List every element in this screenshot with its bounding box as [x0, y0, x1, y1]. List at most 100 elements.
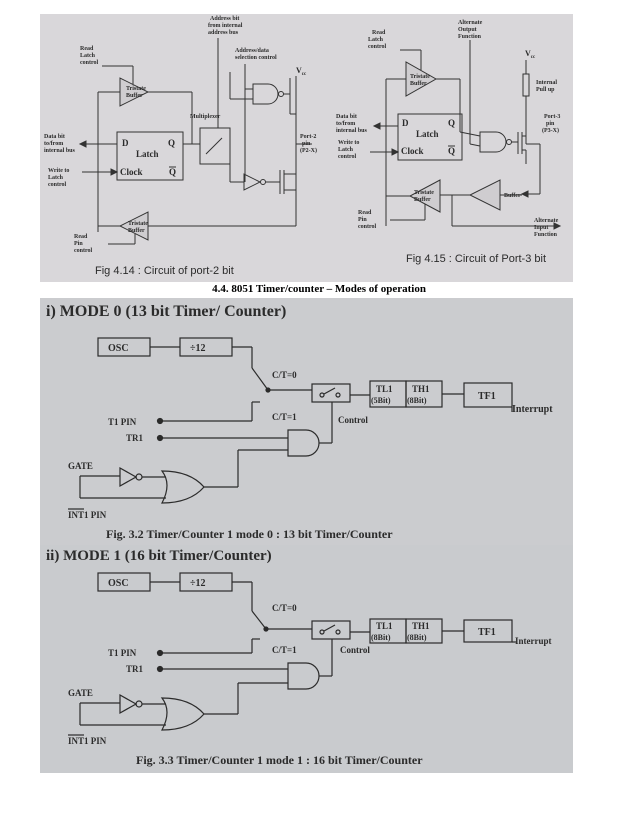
p3-data-bit-label-3: internal bus: [336, 128, 368, 134]
mode1-t1pin-label: T1 PIN: [108, 648, 137, 658]
mode0-caption: Fig. 3.2 Timer/Counter 1 mode 0 : 13 bit…: [106, 527, 393, 541]
p3-latch-label: Latch: [416, 129, 439, 139]
mode0-ct1-label: C/T=1: [272, 412, 297, 422]
p3-port-pin-label-2: pin: [546, 121, 555, 127]
mode0-gate-label: GATE: [68, 461, 93, 471]
p3-write-latch-label-3: control: [338, 154, 357, 160]
mode0-tl1-label: TL1: [376, 384, 393, 394]
p3-data-bit-label-2: to/from: [336, 121, 355, 127]
p3-latch-d: D: [402, 118, 409, 128]
mode0-div12-label: ÷12: [190, 343, 206, 354]
p2-port-pin-label-1: Port-2: [300, 134, 316, 140]
p3-read-pin-label-2: Pin: [358, 217, 367, 223]
mode0-th1-bits: (8Bit): [407, 396, 427, 405]
p3-read-latch-label-3: control: [368, 44, 387, 50]
p2-write-latch-label-3: control: [48, 182, 67, 188]
mode0-ct0-label: C/T=0: [272, 370, 297, 380]
p2-vcc-label: Vcc: [296, 66, 307, 77]
p3-alt-input-label-2: Input: [534, 225, 548, 231]
mode1-tl1-label: TL1: [376, 621, 393, 631]
p2-data-bit-label-1: Data bit: [44, 134, 65, 140]
p3-tristate-label-1: Tristate: [410, 74, 430, 80]
p2-write-latch-label-2: Latch: [48, 175, 64, 181]
mode1-int1pin-label: INT1 PIN: [68, 736, 107, 746]
p3-read-pin-label-1: Read: [358, 210, 372, 216]
p2-address-data-label-2: selection control: [235, 55, 277, 61]
p2-read-latch-label-1: Read: [80, 46, 94, 52]
p2-address-data-label-1: Address/data: [235, 48, 269, 54]
mode1-control-switch: [311, 620, 351, 640]
mode1-gate-label: GATE: [68, 688, 93, 698]
p2-port-pin-label-3: (P2-X): [300, 147, 317, 154]
mode0-and-gate: [287, 429, 320, 457]
mode1-div12-box: [179, 572, 233, 592]
p2-multiplexer-box: [199, 127, 231, 165]
p3-tristate-label-2: Buffer: [410, 81, 427, 87]
p3-pullup-resistor: [522, 73, 530, 97]
p3-read-pin-label-3: control: [358, 224, 377, 230]
fig-port2-caption: Fig 4.14 : Circuit of port-2 bit: [95, 265, 234, 277]
mode1-interrupt-label: Interrupt: [515, 636, 552, 646]
p3-latch-q: Q: [448, 118, 455, 128]
p3-port-pin-label-3: (P3-X): [542, 127, 559, 134]
mode1-figure: ii) MODE 1 (16 bit Timer/Counter) OSC ÷1…: [40, 545, 573, 773]
p2-tristate-label-1: Tristate: [126, 86, 146, 92]
p3-port-pin-label-1: Port-3: [544, 114, 560, 120]
p2-address-bit-label-3: address bus: [208, 30, 239, 36]
p2-q-bar-label: Q: [169, 167, 176, 177]
p2-data-bit-label-3: internal bus: [44, 148, 76, 154]
mode0-t1pin-label: T1 PIN: [108, 417, 137, 427]
mode0-figure: i) MODE 0 (13 bit Timer/ Counter) OSC ÷1…: [40, 298, 573, 545]
p3-nand-gate: [479, 131, 507, 153]
mode1-tf1-label: TF1: [478, 627, 496, 638]
p2-tristate-b-label-2: Buffer: [128, 228, 145, 234]
mode1-inverter: [119, 693, 138, 715]
p2-data-bit-label-2: to/from: [44, 141, 63, 147]
p2-write-latch-label-1: Write to: [48, 168, 69, 174]
p2-read-latch-label-3: control: [80, 60, 99, 66]
p3-data-bit-label-1: Data bit: [336, 114, 357, 120]
mode0-osc-label: OSC: [108, 343, 129, 354]
p2-read-pin-label-1: Read: [74, 234, 88, 240]
mode0-control-switch: [311, 383, 351, 403]
mode0-tf1-label: TF1: [478, 391, 496, 402]
p3-pullup-label-2: Pull up: [536, 87, 555, 93]
mode1-ct0-label: C/T=0: [272, 603, 297, 613]
p3-alt-input-label-3: Function: [534, 232, 558, 238]
p2-tristate-label-2: Buffer: [126, 93, 143, 99]
p3-read-latch-label-1: Read: [372, 30, 386, 36]
mode1-control-label: Control: [340, 645, 370, 655]
p3-write-latch-label-2: Latch: [338, 147, 354, 153]
p2-clock-label: Clock: [120, 167, 143, 177]
p2-tristate-b-label-1: Tristate: [128, 221, 148, 227]
mode1-tl1-bits: (8Bit): [371, 633, 391, 642]
p3-pullup-label-1: Internal: [536, 80, 557, 86]
mode1-or-gate: [160, 697, 205, 731]
p3-tristate-b-label-2: Buffer: [414, 197, 431, 203]
p3-alt-output-label-3: Function: [458, 34, 482, 40]
p2-read-latch-tristate-buffer: [119, 77, 150, 107]
mode0-control-label: Control: [338, 415, 368, 425]
mode1-caption: Fig. 3.3 Timer/Counter 1 mode 1 : 16 bit…: [136, 753, 423, 767]
section-heading: 4.4. 8051 Timer/counter – Modes of opera…: [212, 283, 426, 295]
fig-port3-caption: Fig 4.15 : Circuit of Port-3 bit: [406, 253, 546, 265]
p2-nand-gate: [252, 83, 279, 105]
p3-tristate-b-label-1: Tristate: [414, 190, 434, 196]
port2-circuit: Address bit from internal address bus Re…: [44, 16, 317, 254]
mode1-heading: ii) MODE 1 (16 bit Timer/Counter): [46, 548, 272, 564]
p3-latch-box: [397, 113, 463, 161]
p2-latch-box: [116, 131, 184, 181]
mode0-interrupt-label: Interrupt: [512, 404, 553, 415]
p3-read-latch-label-2: Latch: [368, 37, 384, 43]
p2-address-bit-label-2: from internal: [208, 23, 243, 29]
p3-vcc-label: Vcc: [525, 49, 536, 60]
p2-port-pin-label-2: pin: [302, 141, 311, 147]
mode0-int1pin-label: INT1 PIN: [68, 510, 107, 520]
mode1-th1-label: TH1: [412, 621, 430, 631]
p3-clock-label: Clock: [401, 146, 424, 156]
p3-buffer-label: Buffer: [504, 193, 521, 199]
mode0-tl1-bits: (5Bit): [371, 396, 391, 405]
p2-read-pin-label-2: Pin: [74, 241, 83, 247]
mode1-tr1-label: TR1: [126, 664, 144, 674]
p2-read-pin-label-3: control: [74, 248, 93, 254]
